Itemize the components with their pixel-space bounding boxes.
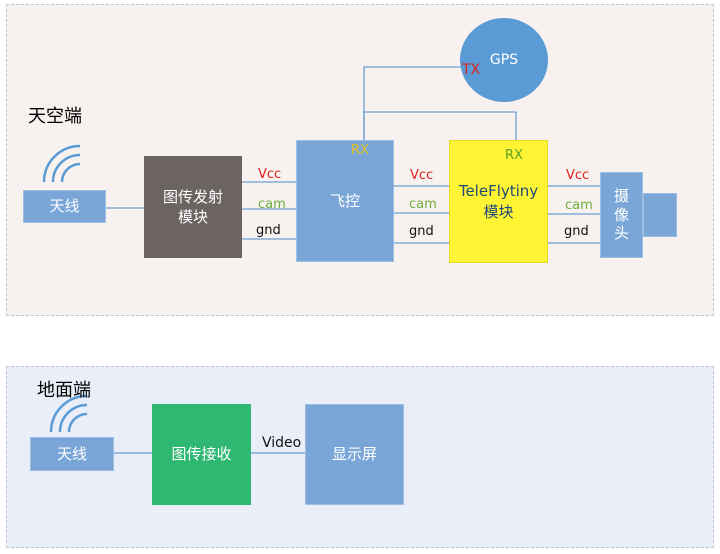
air-antenna-label: 天线 — [49, 197, 80, 216]
gps-tx-label: TX — [462, 62, 481, 78]
air-side-title: 天空端 — [28, 106, 82, 127]
wire-label-gnd-1: gnd — [256, 223, 281, 238]
flight-controller-box: 飞控 — [296, 140, 394, 262]
tele-rx-label: RX — [505, 148, 523, 163]
flight-controller-label: 飞控 — [329, 191, 360, 210]
tx-module-label: 图传发射 模块 — [162, 187, 223, 226]
fc-rx-label: RX — [351, 143, 369, 158]
camera-lens — [643, 193, 677, 237]
wire-label-cam-2: cam — [409, 197, 437, 212]
wire-label-vcc-3: Vcc — [566, 168, 590, 183]
gps-circle: GPS — [460, 18, 548, 102]
wire-label-cam-1: cam — [258, 197, 286, 212]
ground-side-title: 地面端 — [37, 380, 91, 401]
air-antenna-box: 天线 — [23, 190, 106, 223]
receiver-box: 图传接收 — [152, 404, 251, 505]
display-label: 显示屏 — [331, 445, 377, 464]
wifi-icon-air — [42, 144, 81, 183]
wifi-icon-ground — [49, 394, 88, 433]
wire-label-vcc-2: Vcc — [410, 168, 434, 183]
camera-label: 摄 像 头 — [613, 186, 629, 243]
video-label: Video — [262, 435, 302, 451]
tx-module-box: 图传发射 模块 — [144, 156, 242, 258]
teleflytiny-label: TeleFlytiny 模块 — [458, 182, 539, 221]
wire-label-gnd-3: gnd — [564, 224, 589, 239]
wire-label-gnd-2: gnd — [409, 224, 434, 239]
ground-antenna-label: 天线 — [56, 444, 87, 463]
wire-label-cam-3: cam — [565, 198, 593, 213]
wire-label-vcc-1: Vcc — [258, 167, 282, 182]
display-box: 显示屏 — [305, 404, 404, 505]
camera-box: 摄 像 头 — [600, 172, 643, 258]
receiver-label: 图传接收 — [171, 445, 232, 464]
gps-label: GPS — [489, 51, 519, 68]
teleflytiny-module-box: TeleFlytiny 模块 — [449, 140, 548, 263]
ground-antenna-box: 天线 — [30, 437, 114, 471]
